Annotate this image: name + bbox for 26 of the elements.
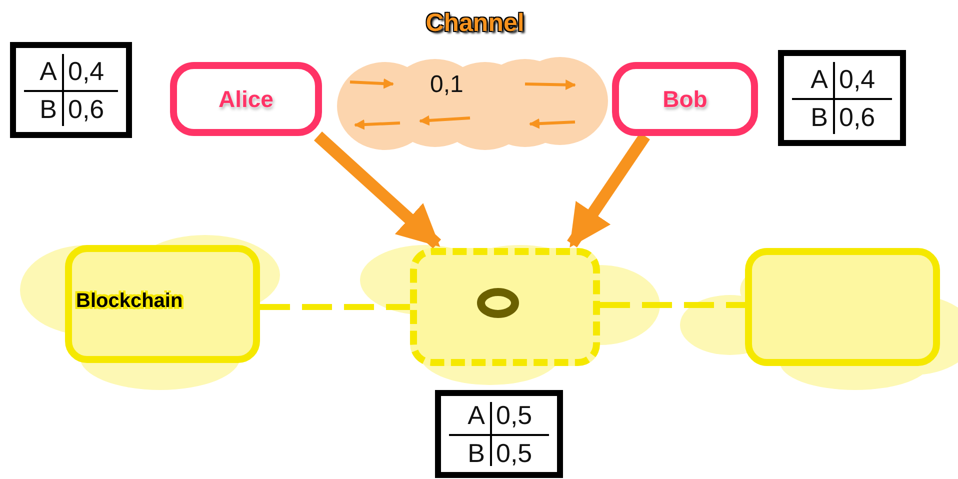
party-letter: B xyxy=(810,102,828,132)
balance-value: 0,1 xyxy=(430,71,464,99)
party-letter: A xyxy=(468,400,485,430)
person-box: Alice xyxy=(170,62,322,136)
party-letter: A xyxy=(40,56,57,86)
balance-value: 0,4 xyxy=(68,56,104,86)
balance-table xyxy=(435,390,563,478)
block xyxy=(65,245,260,363)
balance-table xyxy=(10,42,132,138)
block xyxy=(745,248,940,366)
balance-value: 0,6 xyxy=(839,102,876,132)
party-letter: A xyxy=(810,64,828,94)
connector-line xyxy=(600,302,745,308)
arrow xyxy=(314,132,442,248)
balance-value: 0,5 xyxy=(496,400,532,430)
person-box: Bob xyxy=(612,62,758,136)
channel-title: Channel xyxy=(424,9,526,38)
balance-value: 0,5 xyxy=(496,438,532,468)
block xyxy=(410,248,600,366)
party-letter: B xyxy=(40,94,57,124)
blockchain-label: Blockchain xyxy=(76,290,183,313)
balance-value: 0,4 xyxy=(839,64,876,94)
balance-table xyxy=(778,50,906,146)
balance-value: 0,6 xyxy=(68,94,104,124)
party-letter: B xyxy=(468,438,485,468)
connector-line xyxy=(260,304,410,310)
